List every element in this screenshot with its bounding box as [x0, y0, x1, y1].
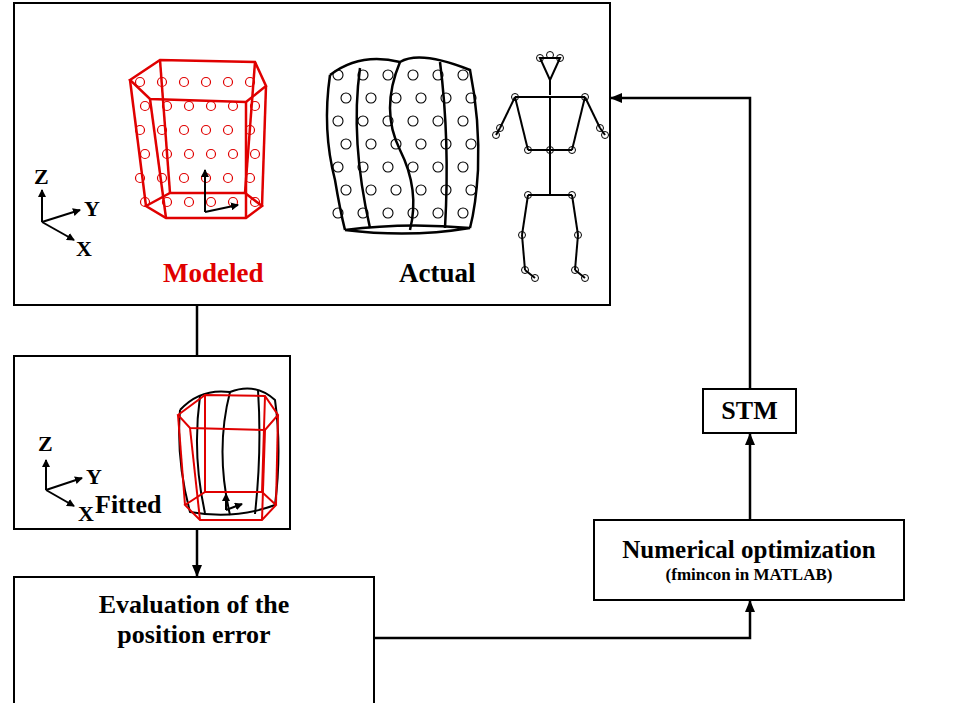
axis-label: Z: [34, 166, 49, 188]
flow-arrow: [375, 601, 750, 638]
skeleton-figure: [496, 58, 605, 278]
process-box: Fitted: [13, 355, 291, 530]
process-box: Numerical optimization(fmincon in MATLAB…: [593, 519, 905, 601]
axis-label: X: [76, 238, 92, 260]
axis-label: Y: [84, 198, 100, 220]
process-box: STM: [702, 388, 797, 434]
box-label: Numerical optimization: [622, 536, 875, 565]
actual-torso: [327, 58, 478, 234]
flow-arrow: [196, 306, 199, 355]
axis-label: Y: [86, 466, 102, 488]
process-box: Modeled Actual: [13, 2, 611, 306]
process-box: Evaluation of the position error: [13, 576, 375, 703]
box-label: Evaluation of the position error: [69, 590, 319, 650]
box-label: STM: [721, 396, 777, 426]
modeled-caption: Modeled: [163, 259, 264, 289]
actual-caption: Actual: [399, 259, 476, 289]
fitted-torso: [178, 388, 279, 520]
modeled-torso: [130, 60, 266, 218]
flow-arrow: [749, 434, 752, 519]
fitted-caption: Fitted: [95, 491, 161, 520]
axis-label: Z: [38, 433, 53, 455]
box-label: (fmincon in MATLAB): [666, 565, 833, 585]
flow-arrow: [196, 530, 199, 576]
axis-triad: [42, 190, 80, 240]
axis-label: X: [78, 503, 94, 525]
flow-arrow: [611, 98, 750, 388]
